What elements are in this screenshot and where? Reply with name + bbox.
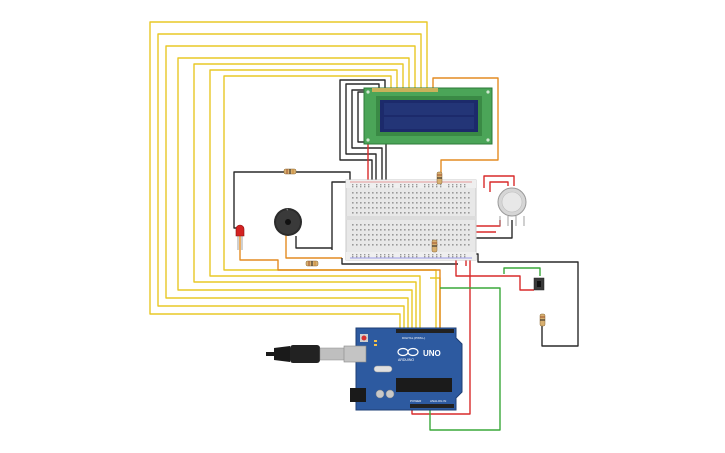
digital-header bbox=[396, 329, 454, 333]
lcd-pin-header bbox=[372, 88, 438, 92]
brand-label: ARDUINO bbox=[398, 358, 414, 362]
resistor-icon[interactable] bbox=[431, 239, 438, 253]
lcd-16x2-icon[interactable] bbox=[363, 87, 493, 145]
lcd-row-1 bbox=[384, 103, 474, 115]
digital-label: DIGITAL (PWM~) bbox=[402, 336, 425, 340]
power-label: POWER bbox=[410, 399, 422, 403]
arduino-logo-icon bbox=[397, 347, 419, 357]
piezo-buzzer-icon[interactable]: + bbox=[274, 207, 302, 236]
resistor-icon[interactable] bbox=[283, 168, 297, 175]
resistor-icon[interactable] bbox=[539, 313, 546, 327]
orange-wires[interactable] bbox=[239, 77, 499, 332]
analog-label: ANALOG IN bbox=[430, 399, 446, 403]
svg-text:+: + bbox=[286, 207, 289, 212]
resistor-icon[interactable] bbox=[436, 171, 443, 185]
atmega-chip bbox=[396, 378, 452, 392]
resistor-icon[interactable] bbox=[305, 260, 319, 267]
yellow-wires[interactable] bbox=[149, 21, 441, 332]
lcd-row-2 bbox=[384, 117, 474, 129]
gas-sensor-icon[interactable] bbox=[497, 187, 527, 226]
usb-cable-icon bbox=[266, 345, 349, 363]
reset-button[interactable] bbox=[361, 335, 367, 341]
breadboard-icon[interactable] bbox=[345, 179, 477, 261]
arduino-uno-icon[interactable]: UNO ARDUINO DIGITAL (PWM~) ANALOG IN POW… bbox=[343, 327, 463, 411]
pushbutton-icon[interactable] bbox=[533, 277, 545, 291]
led-icon[interactable] bbox=[235, 224, 245, 250]
board-model-label: UNO bbox=[423, 349, 441, 358]
green-wires[interactable] bbox=[429, 267, 541, 431]
breadboard-holes bbox=[352, 184, 470, 258]
analog-header bbox=[410, 404, 454, 408]
